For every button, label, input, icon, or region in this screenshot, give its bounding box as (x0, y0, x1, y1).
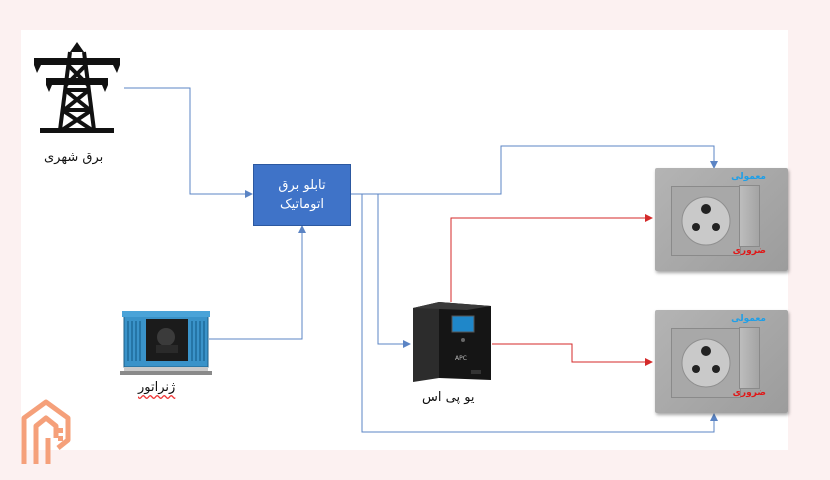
socket-plate (671, 186, 741, 256)
socket-bottom-normal-tag: معمولی (731, 314, 766, 324)
socket-plate (671, 328, 741, 398)
ups-brand: APC (455, 355, 467, 362)
socket-switch (739, 185, 760, 247)
power-tower-icon (34, 42, 120, 133)
generator-label: ژنراتور (138, 380, 176, 395)
ups-icon: APC (413, 302, 491, 382)
outlet-icon (681, 196, 731, 246)
panel-label-line2: اتوماتیک (279, 197, 325, 212)
panel-label-line1: تابلو برق (278, 178, 326, 193)
socket-top: معمولی ضروری (655, 168, 788, 271)
generator-icon (120, 311, 212, 375)
city-power-label: برق شهری (44, 150, 104, 165)
socket-bottom-critical-tag: ضروری (732, 388, 766, 398)
ups-label: یو پی اس (422, 390, 475, 405)
socket-top-normal-tag: معمولی (731, 172, 766, 182)
socket-bottom: معمولی ضروری (655, 310, 788, 413)
outlet-icon (681, 338, 731, 388)
socket-top-critical-tag: ضروری (732, 246, 766, 256)
automatic-transfer-panel: تابلو برق اتوماتیک (253, 164, 351, 226)
socket-switch (739, 327, 760, 389)
brand-logo-icon (21, 399, 71, 464)
